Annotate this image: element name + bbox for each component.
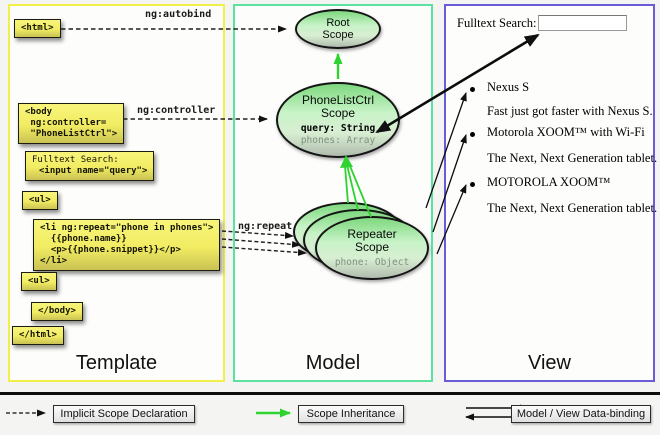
model-column: Model xyxy=(233,4,433,382)
phonelistctrl-scope-name: PhoneListCtrl Scope xyxy=(301,92,375,120)
view-column: View xyxy=(444,4,655,382)
list-bullet xyxy=(470,132,475,137)
code-line: <p>{{phone.snippet}}</p> xyxy=(40,245,181,255)
view-search-label: Fulltext Search: xyxy=(457,16,537,30)
template-column-title: Template xyxy=(75,352,158,374)
legend-binding-box: Model / View Data-binding xyxy=(511,405,651,423)
code-line: ng:controller= xyxy=(25,118,107,128)
code-line: <body xyxy=(25,107,53,117)
code-line: {{phone.name}} xyxy=(40,234,127,244)
view-item-name: Nexus S xyxy=(487,80,530,94)
view-item-desc: The Next, Next Generation tablet. xyxy=(487,201,658,215)
phonelistctrl-scope-ellipse: PhoneListCtrl Scope query: String phones… xyxy=(276,82,400,158)
code-line: <li ng:repeat="phone in phones"> xyxy=(40,223,214,233)
phones-property: phones: Array xyxy=(300,134,376,146)
legend-implicit-box: Implicit Scope Declaration xyxy=(53,405,195,423)
list-bullet xyxy=(470,87,475,92)
repeater-scope-ellipse-front: Repeater Scope phone: Object xyxy=(315,216,429,280)
view-item-desc: The Next, Next Generation tablet. xyxy=(487,151,658,165)
code-box-body-close: </body> xyxy=(31,302,83,321)
code-box-html-close: </html> xyxy=(12,326,64,345)
list-bullet xyxy=(470,182,475,187)
legend-separator-line xyxy=(0,392,660,395)
fulltext-search-input[interactable] xyxy=(538,15,627,31)
model-column-title: Model xyxy=(305,352,361,374)
code-line: "PhoneListCtrl"> xyxy=(25,129,118,139)
code-line: Fulltext Search: xyxy=(32,155,119,165)
view-column-title: View xyxy=(528,352,571,374)
query-property: query: String xyxy=(300,122,376,134)
root-scope-name: Root Scope xyxy=(322,17,354,41)
code-box-html-open: <html> xyxy=(14,19,61,38)
code-box-ul-close: <ul> xyxy=(21,272,57,291)
legend-inheritance-box: Scope Inheritance xyxy=(298,405,404,423)
view-item-desc: Fast just got faster with Nexus S. xyxy=(487,104,653,118)
code-box-ul-open: <ul> xyxy=(22,191,58,210)
ng-repeat-label: ng:repeat xyxy=(238,221,293,232)
legend-inheritance-label: Scope Inheritance xyxy=(306,408,396,420)
repeater-scope-name: Repeater Scope xyxy=(347,226,397,254)
code-box-fulltext-input: Fulltext Search: <input name="query"> xyxy=(25,151,155,181)
ng-autobind-label: ng:autobind xyxy=(145,9,212,20)
code-line: <ul> xyxy=(29,195,51,205)
ng-controller-label: ng:controller xyxy=(137,105,216,116)
code-line: </html> xyxy=(19,330,57,340)
code-line: <ul> xyxy=(28,276,50,286)
code-line: </li> xyxy=(40,256,68,266)
code-box-li-repeat: <li ng:repeat="phone in phones"> {{phone… xyxy=(33,219,221,271)
view-item-name: Motorola XOOM™ with Wi-Fi xyxy=(487,125,645,139)
phone-property: phone: Object xyxy=(334,256,410,268)
root-scope-ellipse: Root Scope xyxy=(295,9,381,49)
legend-binding-label: Model / View Data-binding xyxy=(516,408,646,420)
code-box-body-open: <body ng:controller= "PhoneListCtrl"> xyxy=(18,103,125,144)
code-line: <input name="query"> xyxy=(39,166,148,176)
legend-implicit-label: Implicit Scope Declaration xyxy=(60,408,188,420)
view-item-name: MOTOROLA XOOM™ xyxy=(487,175,611,189)
code-line: </body> xyxy=(38,306,76,316)
code-line: <html> xyxy=(21,23,54,33)
